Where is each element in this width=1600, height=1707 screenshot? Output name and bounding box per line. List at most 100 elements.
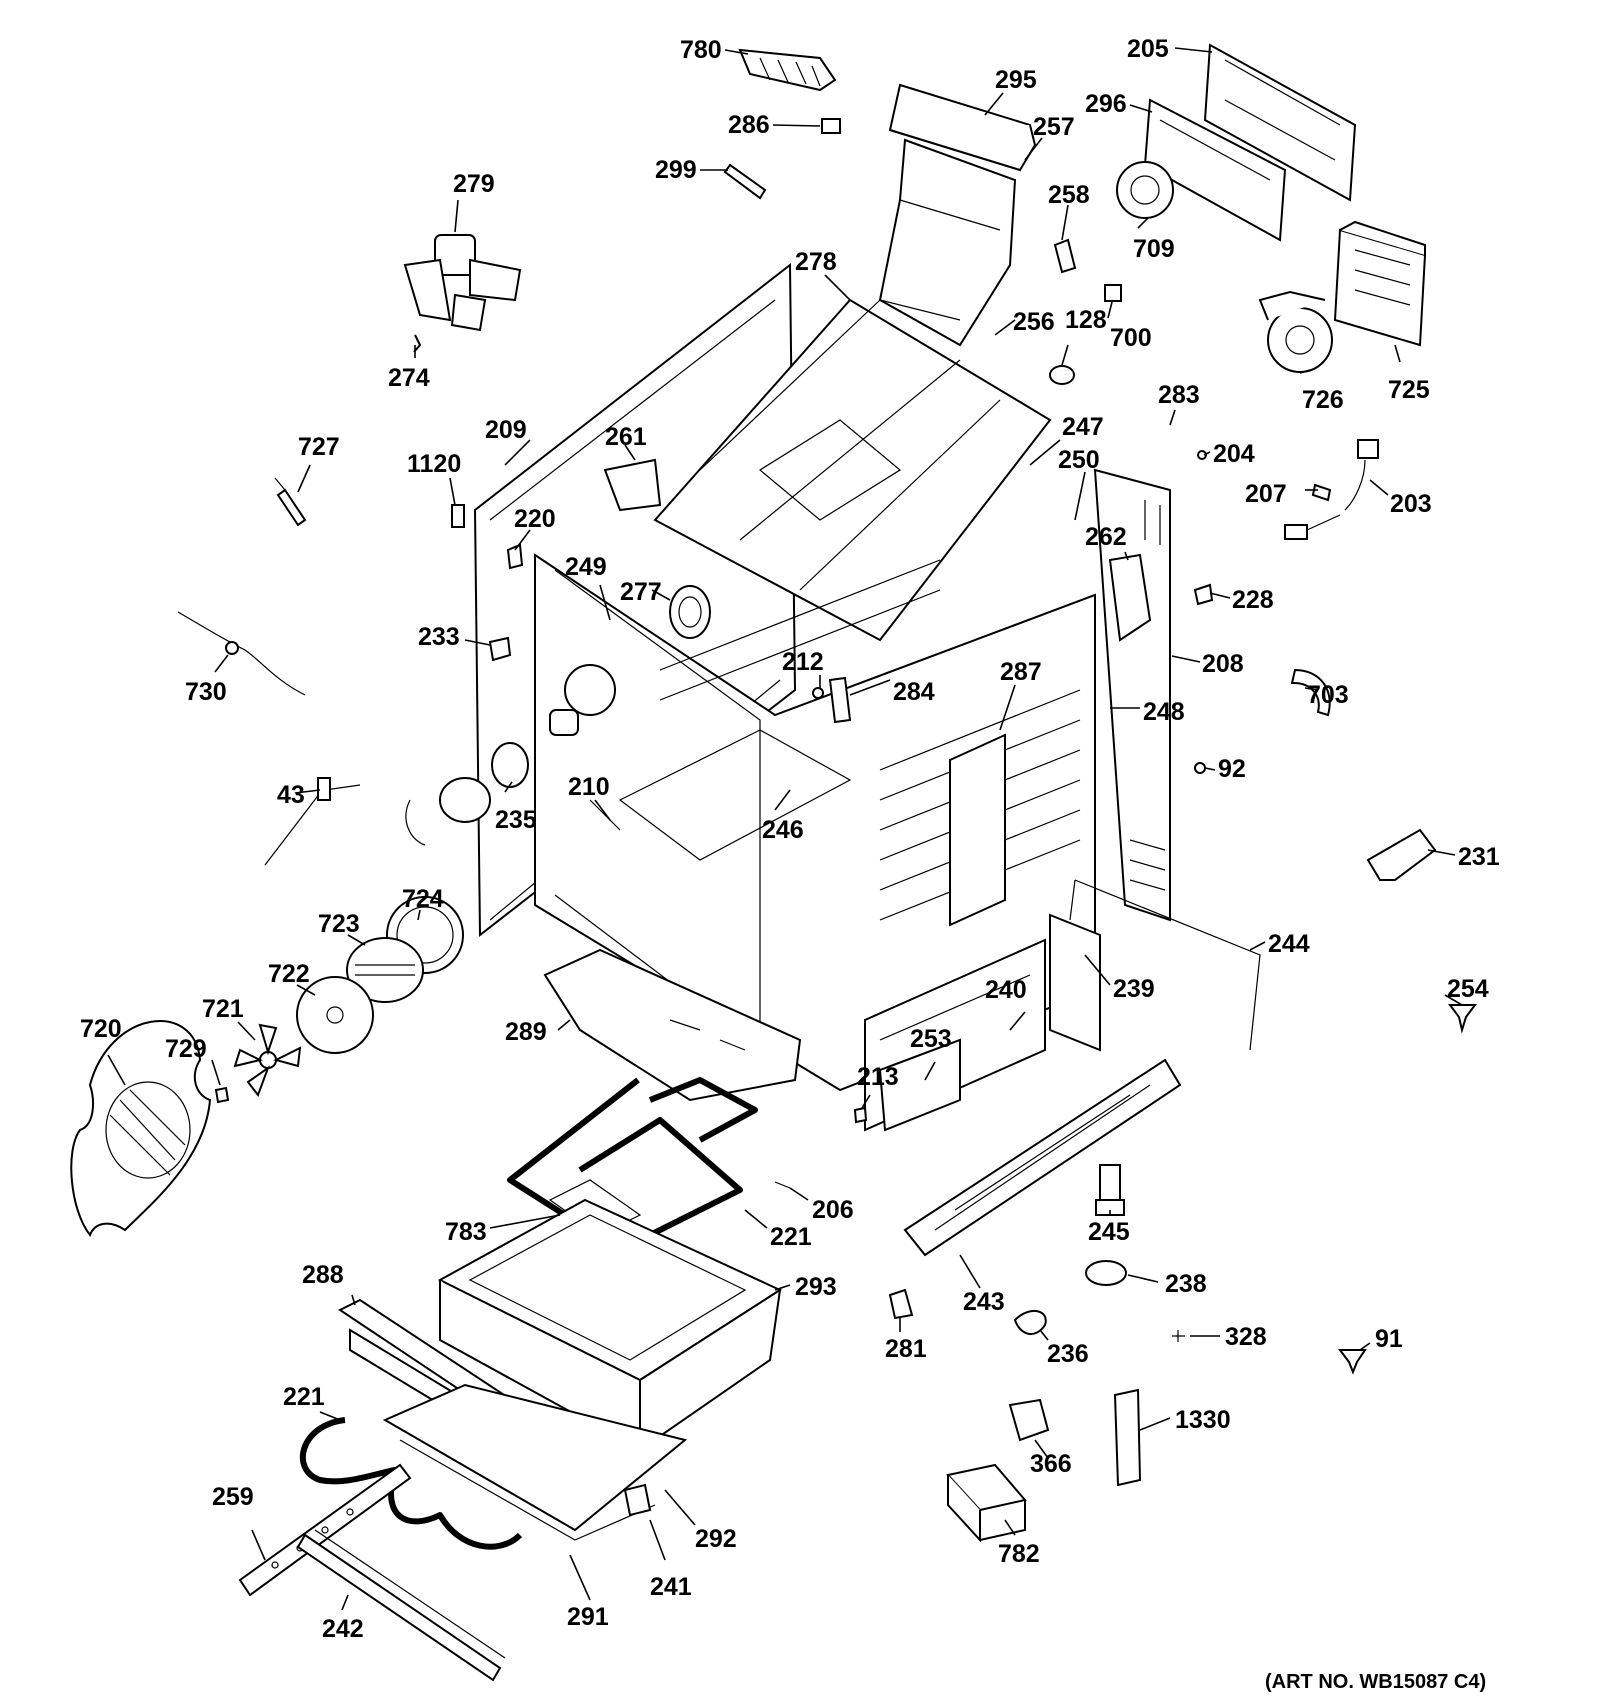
part-254-fastener [1448,1004,1477,1034]
callout-207: 207 [1245,480,1287,508]
part-258-clip [1053,238,1077,274]
callout-239: 239 [1113,975,1155,1003]
part-1120-block [451,504,465,528]
callout-258: 258 [1048,181,1090,209]
part-780-vent-grille [738,48,837,92]
part-92-screw [1194,762,1206,774]
part-210-bracket [589,799,621,831]
callout-220: 220 [514,505,556,533]
callout-299: 299 [655,156,697,184]
part-231-bracket [1366,828,1437,881]
callout-221-upper: 221 [770,1223,812,1251]
part-238-gasket [1085,1260,1127,1286]
callout-205: 205 [1127,35,1169,63]
part-1330-module [1113,1388,1142,1487]
part-221-bake-element [507,1077,743,1253]
part-720-fan-cover [70,1020,212,1237]
callout-92: 92 [1218,755,1246,783]
callout-782: 782 [998,1540,1040,1568]
callout-221-lower: 221 [283,1383,325,1411]
part-700-clip [1104,284,1122,302]
callout-291: 291 [567,1603,609,1631]
callout-292: 292 [695,1525,737,1553]
callout-208: 208 [1202,650,1244,678]
part-205-rear-panel [1203,43,1357,202]
part-261-bracket [603,458,662,512]
callout-721: 721 [202,995,244,1023]
callout-283: 283 [1158,381,1200,409]
part-233-screw [488,636,512,662]
part-243-burner-box [903,1058,1182,1257]
part-278-top-panel [653,298,1052,642]
callout-261: 261 [605,423,647,451]
part-287-panel [949,733,1006,927]
callout-210: 210 [568,773,610,801]
part-281-clip [888,1288,914,1320]
part-286-clip [821,118,841,134]
callout-236: 236 [1047,1340,1089,1368]
callout-244: 244 [1268,930,1310,958]
part-203-wire-harness [1284,439,1379,540]
part-721-fan-blade [233,1023,302,1098]
callout-257: 257 [1033,113,1075,141]
part-277-ring [669,585,711,639]
callout-720: 720 [80,1015,122,1043]
callout-248: 248 [1143,698,1185,726]
part-722-plate [296,976,374,1054]
art-number-label: (ART NO. WB15087 C4) [1265,1671,1486,1693]
part-284-bracket [828,676,852,724]
callout-262: 262 [1085,523,1127,551]
callout-274: 274 [388,364,430,392]
part-212-screw [812,687,824,699]
part-703-bracket [1290,668,1331,717]
part-204-screw [1197,450,1207,460]
part-730-probe [177,611,306,696]
part-206-screw [774,1181,791,1189]
callout-783: 783 [445,1218,487,1246]
callout-286: 286 [728,111,770,139]
callout-281: 281 [885,1335,927,1363]
part-709-gasket [1116,161,1174,219]
callout-240: 240 [985,976,1027,1004]
callout-730: 730 [185,678,227,706]
part-295-duct [878,83,1037,347]
part-726-motor [1258,290,1333,373]
part-291-pan [399,1439,656,1541]
callout-204: 204 [1213,440,1255,468]
part-729-nut [214,1086,230,1104]
part-128-grommet [1049,365,1075,385]
callout-726: 726 [1302,386,1344,414]
callout-250: 250 [1058,446,1100,474]
part-244-sheet [1069,879,1261,1051]
part-241-rail [623,1483,652,1517]
callout-366: 366 [1030,1450,1072,1478]
callout-43: 43 [277,781,305,809]
callout-1120: 1120 [407,450,461,478]
callout-1330: 1330 [1175,1406,1231,1434]
part-drawings [70,43,1477,1682]
callout-228: 228 [1232,586,1274,614]
part-235-lamp [405,664,616,846]
part-299-bracket [723,163,767,200]
leader-lines [107,47,1463,1611]
callout-231: 231 [1458,843,1500,871]
callout-238: 238 [1165,1270,1207,1298]
part-725-box [1333,220,1427,347]
callout-233: 233 [418,623,460,651]
callout-725: 725 [1388,376,1430,404]
part-262-bracket [1108,553,1152,642]
callout-246: 246 [762,816,804,844]
callout-727: 727 [298,433,340,461]
part-236-bracket [1013,1310,1047,1335]
callout-91: 91 [1375,1325,1403,1353]
callout-212: 212 [782,648,824,676]
callout-293: 293 [795,1273,837,1301]
callout-729: 729 [165,1035,207,1063]
callout-703: 703 [1307,681,1349,709]
callout-259: 259 [212,1483,254,1511]
callout-242: 242 [322,1615,364,1643]
callout-287: 287 [1000,658,1042,686]
part-366-bracket [1008,1398,1050,1442]
part-91-fastener [1338,1349,1367,1375]
